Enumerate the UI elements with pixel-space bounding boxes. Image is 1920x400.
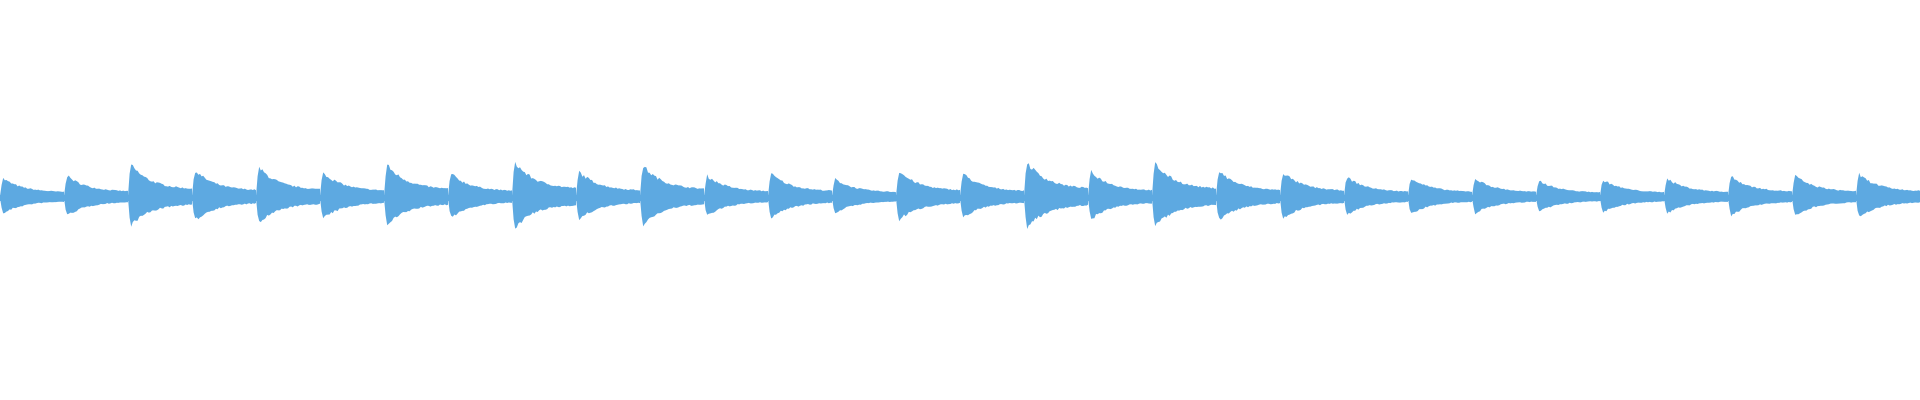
waveform-segment bbox=[1856, 172, 1920, 217]
waveform-segment bbox=[384, 164, 448, 226]
waveform-segment bbox=[1792, 174, 1856, 215]
waveform-segment bbox=[256, 166, 320, 223]
waveform-baseline bbox=[0, 195, 1920, 201]
waveform-segment bbox=[1088, 169, 1152, 219]
waveform-segments bbox=[0, 161, 1920, 229]
waveform-segment bbox=[64, 175, 128, 215]
waveform-segment bbox=[1152, 162, 1216, 227]
waveform-segment bbox=[704, 174, 768, 215]
